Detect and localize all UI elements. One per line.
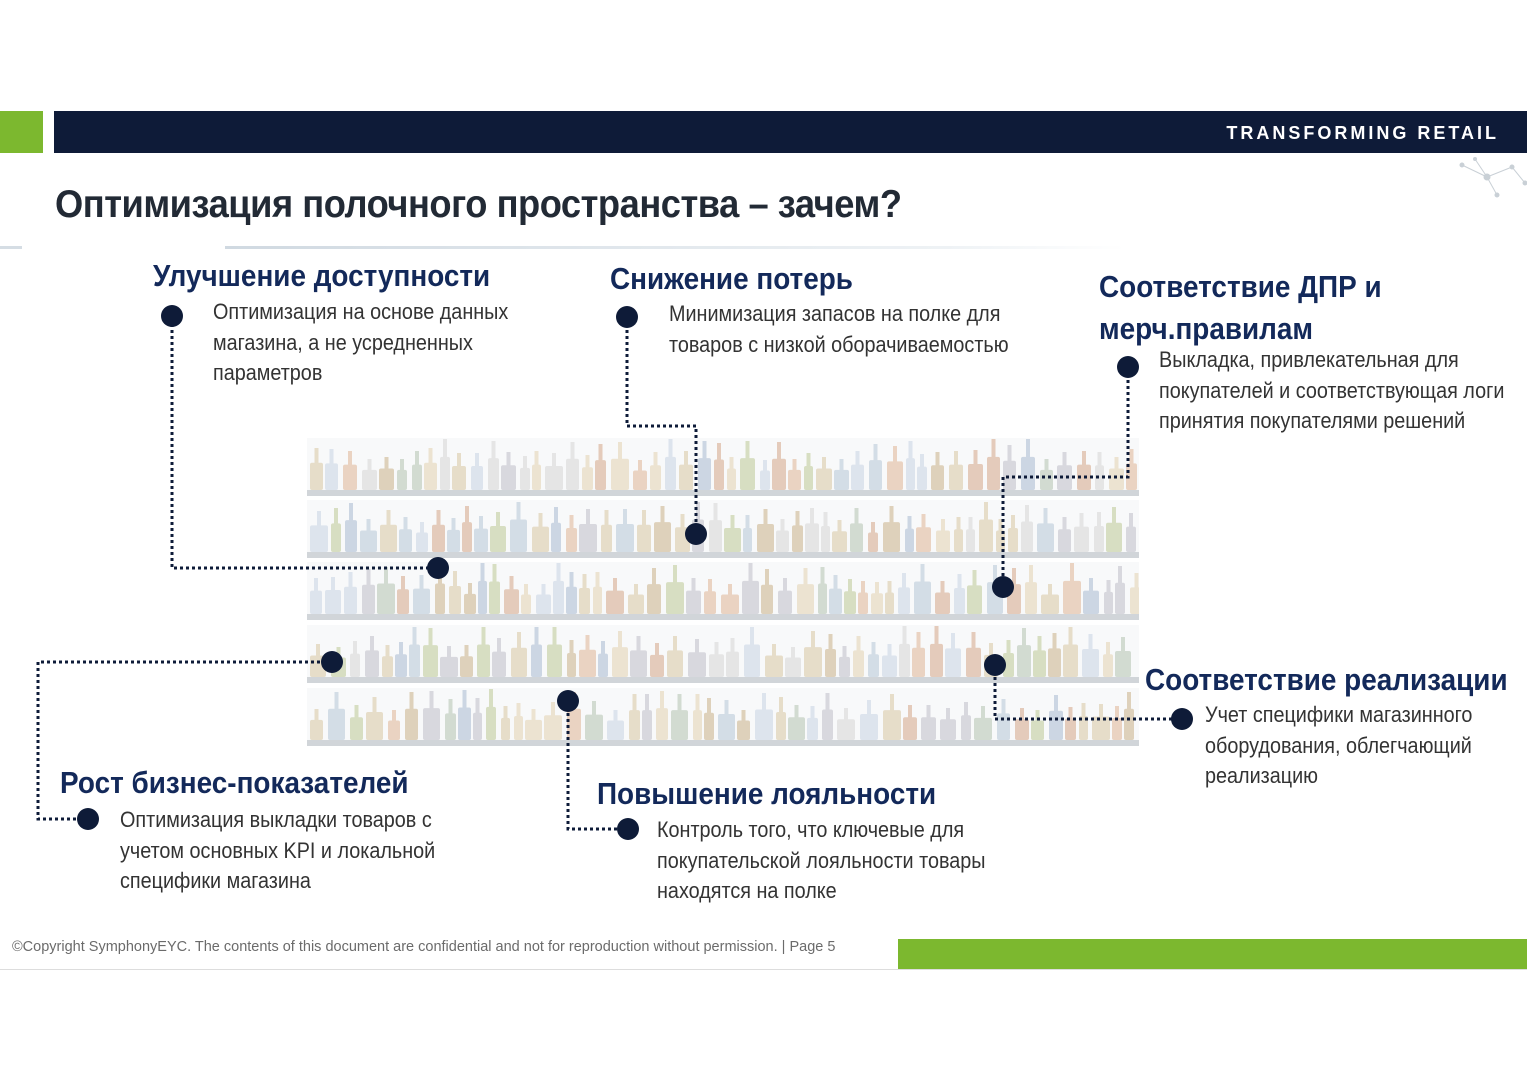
marker-dot-shelf-availability: [427, 557, 449, 579]
marker-dot-shelf-compliance: [992, 576, 1014, 598]
losses-description: Минимизация запасов на полке для товаров…: [669, 301, 1009, 357]
marker-dot-shelf-growth: [321, 651, 343, 673]
availability-description: Оптимизация на основе данных магазина, а…: [213, 299, 509, 385]
marker-dot-growth: [77, 808, 99, 830]
page-title: Оптимизация полочного пространства – зач…: [55, 183, 902, 226]
marker-dot-shelf-implementation: [984, 654, 1006, 676]
marker-dot-loyalty: [617, 818, 639, 840]
header-bar: TRANSFORMING RETAIL: [54, 111, 1527, 153]
brand-tagline: TRANSFORMING RETAIL: [1226, 123, 1499, 143]
marker-dot-availability: [161, 305, 183, 327]
growth-description: Оптимизация выкладки товаров с учетом ос…: [120, 807, 436, 893]
implementation-heading: Соответствие реализации: [1145, 662, 1508, 697]
growth-heading: Рост бизнес-показателей: [60, 765, 409, 800]
compliance-description: Выкладка, привлекательная для покупателе…: [1159, 347, 1505, 433]
marker-dot-implementation: [1171, 708, 1193, 730]
compliance-heading: Соответствие ДПР и мерч.правилам: [1099, 269, 1382, 346]
header-accent-block: [0, 111, 43, 153]
footer-accent-bar: [898, 939, 1527, 969]
losses-heading: Снижение потерь: [610, 261, 853, 296]
availability-heading: Улучшение доступности: [153, 258, 491, 293]
marker-dot-compliance: [1117, 356, 1139, 378]
marker-dot-shelf-loyalty: [557, 690, 579, 712]
loyalty-description: Контроль того, что ключевые для покупате…: [657, 817, 986, 903]
loyalty-heading: Повышение лояльности: [597, 776, 937, 811]
footer-divider: [0, 969, 1527, 970]
footer-copyright: ©Copyright SymphonyEYC. The contents of …: [12, 939, 836, 955]
marker-dot-losses: [616, 306, 638, 328]
title-divider: [225, 246, 1125, 249]
title-divider-left: [0, 246, 22, 249]
shelf-image: [307, 438, 1139, 746]
network-decoration-icon: [1459, 157, 1527, 198]
implementation-description: Учет специфики магазинного оборудования,…: [1205, 702, 1473, 788]
marker-dot-shelf-losses: [685, 523, 707, 545]
